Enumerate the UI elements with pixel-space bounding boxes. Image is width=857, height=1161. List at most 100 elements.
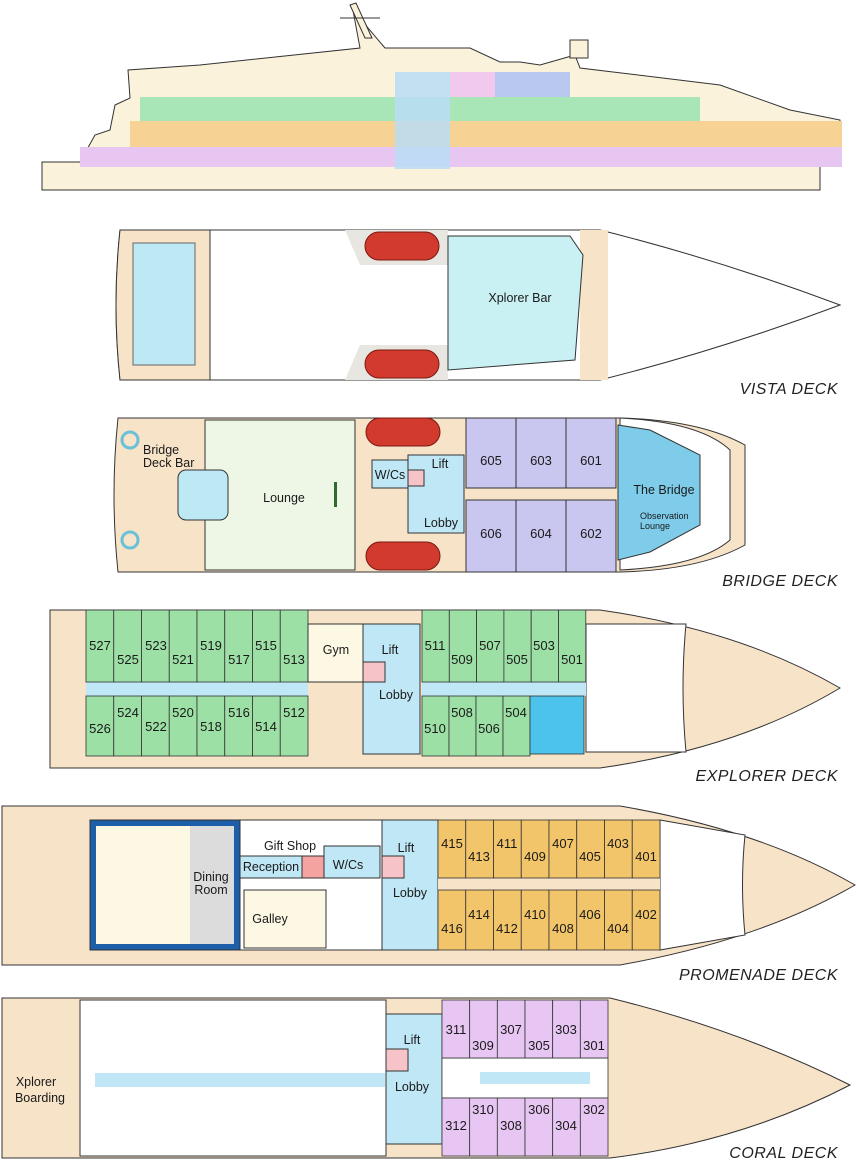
- cabin-409: 409: [524, 849, 546, 864]
- galley-label: Galley: [252, 912, 288, 926]
- lifeboat: [365, 417, 441, 447]
- cabin-513: 513: [283, 652, 305, 667]
- promenade-cabins-bottom: 416 414 412 410 408 406 404 402: [437, 889, 661, 951]
- cabin-507: 507: [479, 638, 501, 653]
- cabin-508: 508: [451, 705, 473, 720]
- cabin-414: 414: [468, 907, 490, 922]
- cabin-303: 303: [555, 1022, 577, 1037]
- xplorer-bar-label: Xplorer Bar: [488, 291, 551, 305]
- lifeboat: [364, 349, 440, 379]
- cabin-412: 412: [496, 921, 518, 936]
- lifeboat: [365, 541, 441, 571]
- cabin-407: 407: [552, 836, 574, 851]
- explorer-deck-title: EXPLORER DECK: [695, 768, 838, 785]
- lounge-label: Lounge: [263, 491, 305, 505]
- promenade-lift-label: Lift: [398, 841, 415, 855]
- bridge-lobby-label: Lobby: [424, 516, 459, 530]
- cabin-522: 522: [145, 719, 167, 734]
- cabin-519: 519: [200, 638, 222, 653]
- cabin-410: 410: [524, 907, 546, 922]
- cabin-602: 602: [580, 526, 602, 541]
- cabin-606: 606: [480, 526, 502, 541]
- cabin-510: 510: [424, 721, 446, 736]
- cabin-312: 312: [445, 1118, 467, 1133]
- reception-label: Reception: [243, 860, 299, 874]
- coral-lift-label: Lift: [404, 1033, 421, 1047]
- coral-deck-title: CORAL DECK: [729, 1145, 839, 1161]
- cabin-511: 511: [425, 638, 446, 653]
- observation-label-1: Observation: [640, 511, 689, 521]
- cabin-523: 523: [145, 638, 167, 653]
- cabin-406: 406: [579, 907, 601, 922]
- bridge-cabins-bottom: 606 604 602: [465, 499, 617, 573]
- cabin-305: 305: [528, 1038, 550, 1053]
- bridge-cabins-top: 605 603 601: [465, 417, 617, 489]
- cabin-517: 517: [228, 652, 250, 667]
- cabin-601: 601: [580, 453, 602, 468]
- cabin-403: 403: [607, 836, 629, 851]
- cabin-401: 401: [635, 849, 657, 864]
- ship-profile: [41, 2, 842, 191]
- cabin-516: 516: [228, 705, 250, 720]
- bridge-deck-bar-label-1: Bridge: [143, 443, 179, 457]
- explorer-lift-label: Lift: [382, 643, 399, 657]
- cabin-311: 311: [446, 1022, 467, 1037]
- cabin-524: 524: [117, 705, 139, 720]
- explorer-fwd-cabins-bottom: 510 508 506 504: [421, 695, 585, 757]
- dining-room-label-2: Room: [194, 883, 227, 897]
- cabin-404: 404: [607, 921, 629, 936]
- cabin-306: 306: [528, 1102, 550, 1117]
- explorer-aft-cabins-top: 527 525 523 521 519 517 515 513: [85, 609, 309, 683]
- cabin-527: 527: [89, 638, 111, 653]
- cabin-604: 604: [530, 526, 552, 541]
- bridge-lift-label: Lift: [432, 457, 449, 471]
- coral-cabins-bottom: 312 310 308 306 304 302: [441, 1097, 609, 1157]
- cabin-503: 503: [533, 638, 555, 653]
- coral-deck: Xplorer Boarding Lift Lobby 311 309 307 …: [1, 997, 852, 1161]
- cabin-402: 402: [635, 907, 657, 922]
- promenade-lobby-label: Lobby: [393, 886, 428, 900]
- promenade-wcs-label: W/Cs: [333, 858, 364, 872]
- explorer-fwd-cabins-top: 511 509 507 505 503 501: [421, 609, 587, 683]
- cabin-501: 501: [561, 652, 583, 667]
- cabin-415: 415: [441, 836, 463, 851]
- cabin-416: 416: [441, 921, 463, 936]
- cabin-304: 304: [555, 1118, 577, 1133]
- dining-room-label-1: Dining: [193, 870, 228, 884]
- cabin-309: 309: [472, 1038, 494, 1053]
- lifeboat: [364, 231, 440, 261]
- cabin-302: 302: [583, 1102, 605, 1117]
- explorer-lobby-label: Lobby: [379, 688, 414, 702]
- cabin-515: 515: [255, 638, 277, 653]
- explorer-aft-cabins-bottom: 526 524 522 520 518 516 514 512: [85, 695, 309, 757]
- xplorer-boarding-label-2: Boarding: [15, 1091, 65, 1105]
- pool: [132, 242, 196, 366]
- gift-shop-label: Gift Shop: [264, 839, 316, 853]
- cabin-405: 405: [579, 849, 601, 864]
- gym-label: Gym: [323, 643, 349, 657]
- cabin-525: 525: [117, 652, 139, 667]
- cabin-504: 504: [505, 705, 527, 720]
- cabin-310: 310: [472, 1102, 494, 1117]
- bridge-deck-title: BRIDGE DECK: [722, 573, 839, 590]
- bridge-wcs-label: W/Cs: [375, 468, 406, 482]
- bridge-deck-bar-label-2: Deck Bar: [143, 456, 194, 470]
- cabin-505: 505: [506, 652, 528, 667]
- cabin-411: 411: [497, 836, 518, 851]
- cabin-603: 603: [530, 453, 552, 468]
- cabin-512: 512: [283, 705, 305, 720]
- cabin-514: 514: [255, 719, 277, 734]
- coral-cabins-top: 311 309 307 305 303 301: [441, 999, 609, 1059]
- the-bridge-label: The Bridge: [633, 483, 694, 497]
- coral-lobby-label: Lobby: [395, 1080, 430, 1094]
- cabin-301: 301: [583, 1038, 605, 1053]
- cabin-521: 521: [172, 652, 194, 667]
- cabin-408: 408: [552, 921, 574, 936]
- cabin-506: 506: [478, 721, 500, 736]
- cabin-520: 520: [172, 705, 194, 720]
- cabin-518: 518: [200, 719, 222, 734]
- vista-deck-title: VISTA DECK: [740, 381, 839, 398]
- cabin-308: 308: [500, 1118, 522, 1133]
- cabin-605: 605: [480, 453, 502, 468]
